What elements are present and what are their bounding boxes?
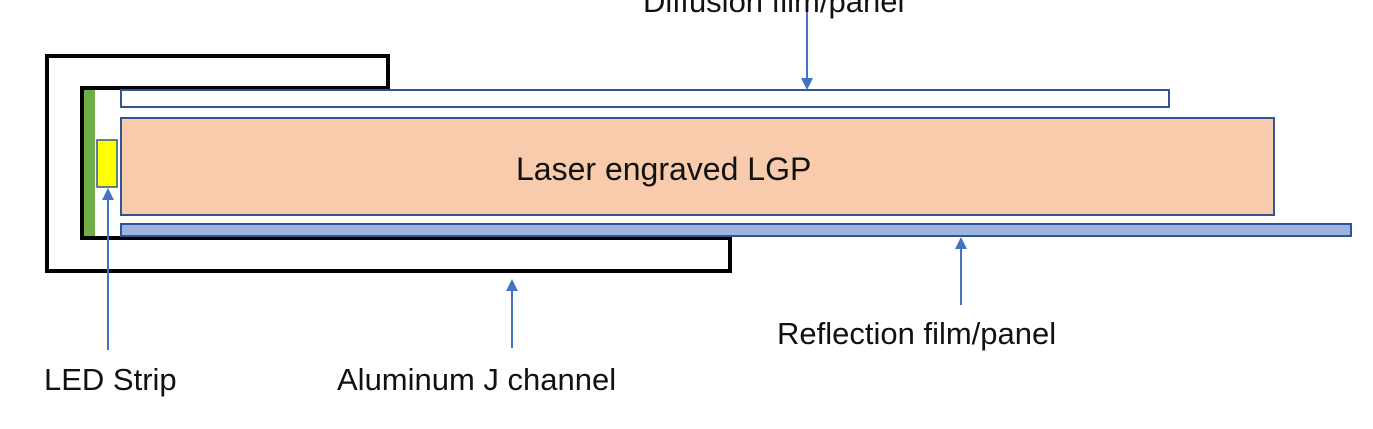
reflection-label: Reflection film/panel xyxy=(777,316,1057,351)
j-channel-label: Aluminum J channel xyxy=(337,362,617,397)
j-channel-outline xyxy=(45,54,732,273)
led-chip xyxy=(96,139,118,188)
diffusion-label: Diffusion film/panel xyxy=(643,0,905,19)
lgp-label: Laser engraved LGP xyxy=(516,151,812,187)
diffusion-panel xyxy=(120,89,1170,108)
led-pcb xyxy=(84,90,95,236)
reflection-panel xyxy=(120,223,1352,237)
led-strip-label: LED Strip xyxy=(44,362,177,397)
lgp-panel xyxy=(120,117,1275,216)
